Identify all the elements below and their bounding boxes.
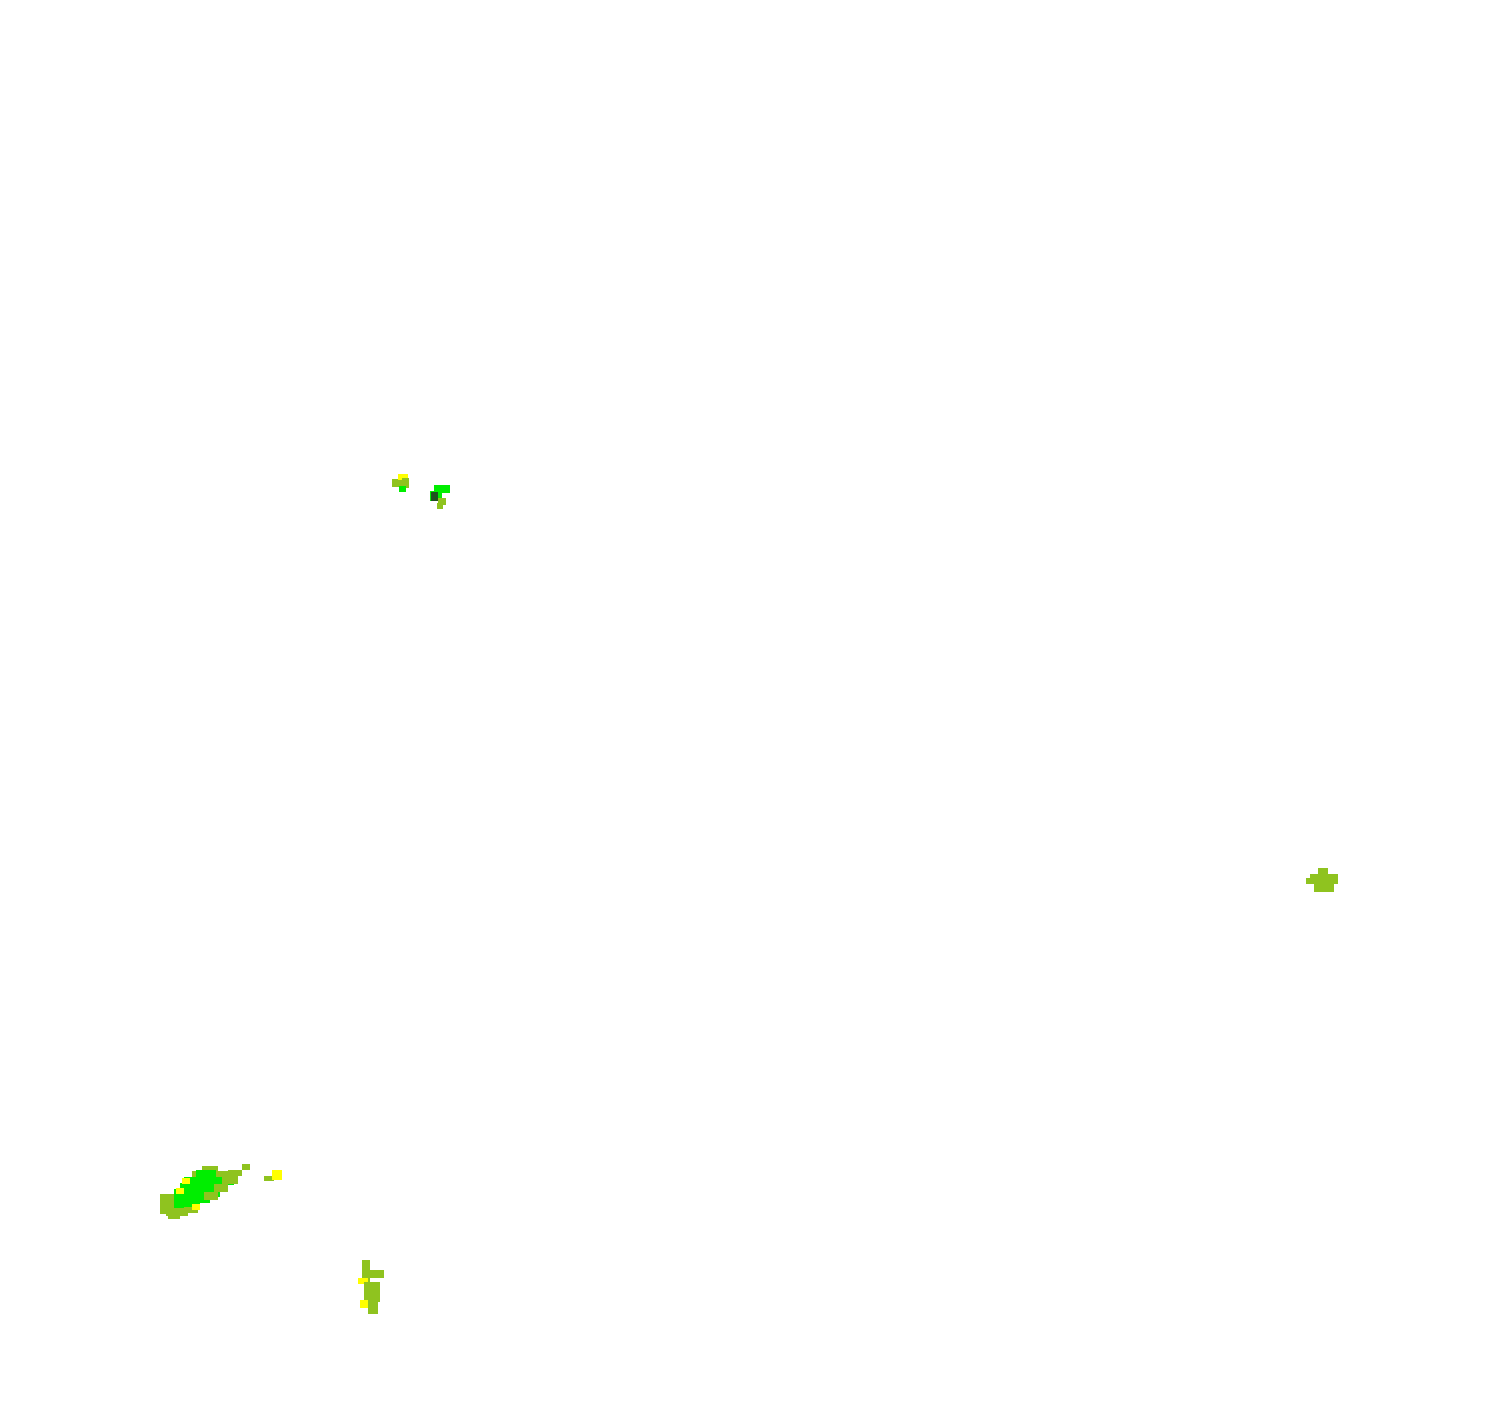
land-cover-pixel-block — [180, 1183, 226, 1191]
land-cover-pixel-block — [242, 1164, 250, 1170]
land-cover-pixel-block — [264, 1176, 274, 1181]
patch-east — [1306, 868, 1338, 892]
patch-southwest-small — [264, 1170, 282, 1181]
land-cover-pixel-block — [431, 492, 438, 501]
land-cover-pixel-block — [174, 1189, 220, 1197]
land-cover-pixel-block — [360, 1300, 370, 1308]
land-cover-pixel-block — [184, 1207, 198, 1213]
land-cover-pixel-block — [168, 1213, 180, 1219]
land-cover-pixel-block — [184, 1177, 234, 1185]
land-cover-pixel-block — [364, 1282, 380, 1302]
land-cover-pixel-block — [228, 1170, 242, 1176]
patch-southwest-large — [160, 1164, 250, 1219]
land-cover-pixel-block — [272, 1170, 282, 1180]
land-cover-pixel-block — [402, 478, 409, 488]
land-cover-pixel-block — [1314, 884, 1334, 892]
land-cover-pixel-block — [392, 479, 402, 487]
land-cover-pixel-block — [182, 1178, 190, 1184]
land-cover-pixel-block — [358, 1278, 368, 1284]
land-cover-pixel-block — [1318, 868, 1328, 874]
land-cover-pixel-block — [170, 1195, 210, 1203]
land-cover-pixel-block — [222, 1176, 238, 1184]
patch-north-small-a — [392, 474, 409, 492]
land-cover-pixel-block — [192, 1204, 200, 1210]
land-cover-pixel-block — [1306, 878, 1314, 884]
land-cover-pixel-block — [166, 1208, 188, 1216]
land-cover-pixel-block — [214, 1184, 228, 1192]
land-cover-pixel-block — [437, 503, 443, 509]
land-cover-pixel-block — [204, 1192, 218, 1200]
land-cover-pixel-block — [434, 485, 450, 493]
land-cover-pixel-block — [368, 1300, 378, 1314]
land-cover-pixel-block — [398, 474, 408, 480]
patch-south — [358, 1260, 384, 1314]
land-cover-pixel-block — [366, 1270, 384, 1278]
land-cover-pixel-block — [176, 1188, 184, 1194]
land-cover-pixel-block — [1310, 874, 1338, 884]
patch-north-small-b — [430, 485, 450, 509]
land-cover-pixel-block — [399, 486, 406, 492]
land-cover-pixel-block — [202, 1166, 218, 1172]
land-cover-pixel-block — [196, 1170, 216, 1178]
land-cover-pixel-block — [438, 498, 446, 505]
land-cover-pixel-block — [164, 1201, 200, 1209]
